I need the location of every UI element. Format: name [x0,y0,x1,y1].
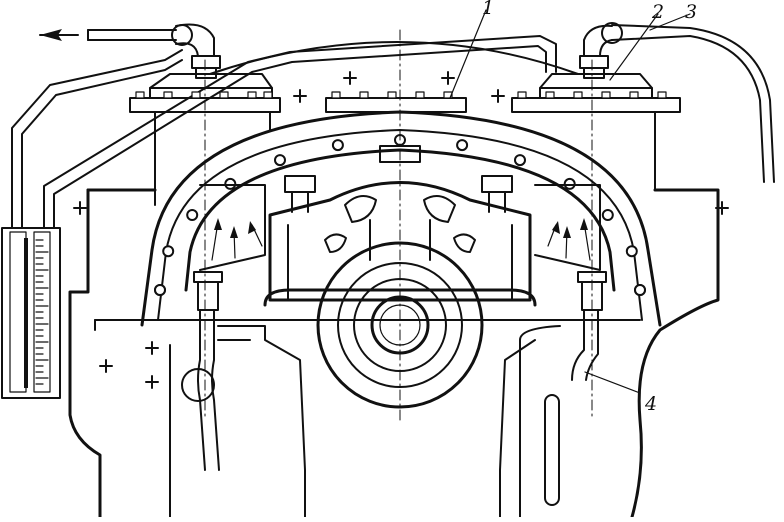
cross-mark-icon [293,89,307,103]
engine-block-outline [68,188,720,519]
manometer-gauge [1,227,61,399]
callout-3: 3 [685,1,697,23]
rivet-icon [514,154,526,167]
callout-4: 4 [644,393,657,415]
rivet-icon [634,284,646,296]
bolt-icon [629,91,639,99]
rivet-icon [274,154,286,167]
cross-mark-icon [145,341,159,355]
cross-mark-icon [491,89,505,103]
cross-mark-icon [99,359,113,373]
right-elbow-fitting [579,22,775,183]
bolt-icon [545,91,555,99]
bolt-icon [573,91,583,99]
cylinder-sections [199,184,601,271]
center-lines [204,29,593,421]
callout-2: 2 [651,1,664,23]
bolt-icon [191,91,201,99]
cross-mark-icon [73,201,87,215]
bolt-icon [135,91,145,99]
bolt-icon [657,91,667,99]
rivet-icon [625,245,638,258]
callout-1: 1 [482,0,494,19]
cross-mark-icon [715,201,729,215]
reference-crosses [73,71,729,389]
flow-arrow-icon [40,29,62,41]
crank-housing [268,145,532,302]
bolt-icon [517,91,527,99]
bolt-icon [331,91,341,99]
bolt-icon [359,91,369,99]
bolt-icon [263,91,273,99]
lower-block [169,325,561,518]
rivet-icon [456,139,469,152]
bolt-icon [601,91,611,99]
bolt-icon [387,91,397,99]
rivet-icon [563,177,576,190]
right-cover-assembly [511,73,681,191]
rivet-icon [154,284,166,296]
cross-mark-icon [343,71,357,85]
bolt-icon [247,91,257,99]
bolt-icon [443,91,453,99]
cover-bolts [135,91,667,99]
rivet-icon [162,245,175,258]
rivet-icon [331,139,344,152]
bolt-icon [163,91,173,99]
cross-mark-icon [441,71,455,85]
cross-mark-icon [145,375,159,389]
callouts: 1 2 3 4 [449,0,697,415]
bolt-icon [415,91,425,99]
rivet-icon [601,209,614,221]
gauge-scale [24,238,28,388]
rivet-icon [186,209,199,221]
bolt-icon [219,91,229,99]
rivet-icon [224,177,237,190]
